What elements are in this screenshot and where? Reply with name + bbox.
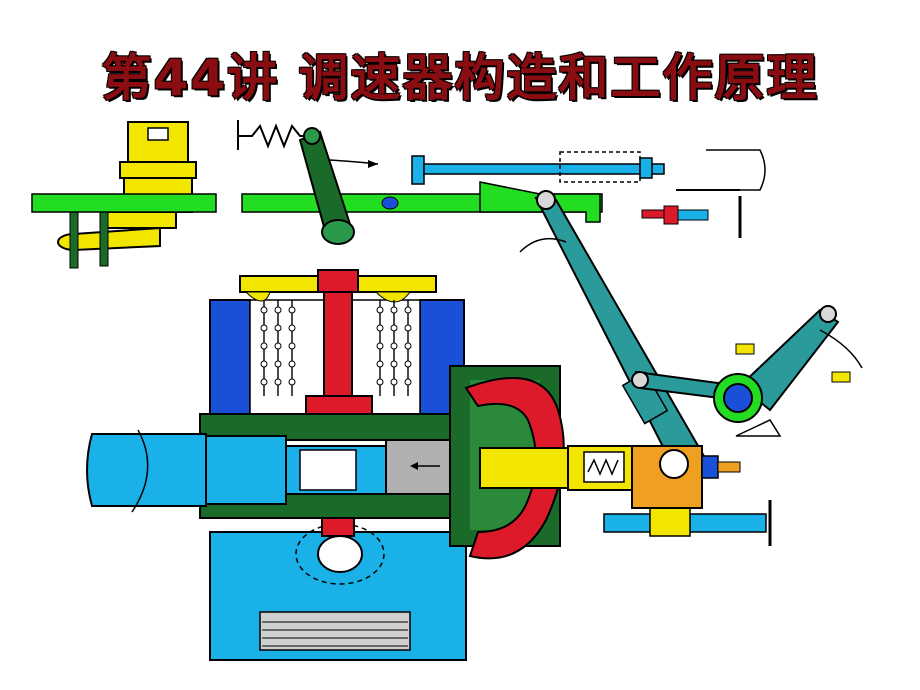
speed-adjusting-lever <box>631 305 863 437</box>
slide-title: 第44讲 调速器构造和工作原理 <box>101 49 819 107</box>
governor-body <box>86 269 741 661</box>
stop-buffer <box>641 196 742 238</box>
stop-lever <box>237 120 379 245</box>
top-adjusting-rod <box>411 149 766 191</box>
